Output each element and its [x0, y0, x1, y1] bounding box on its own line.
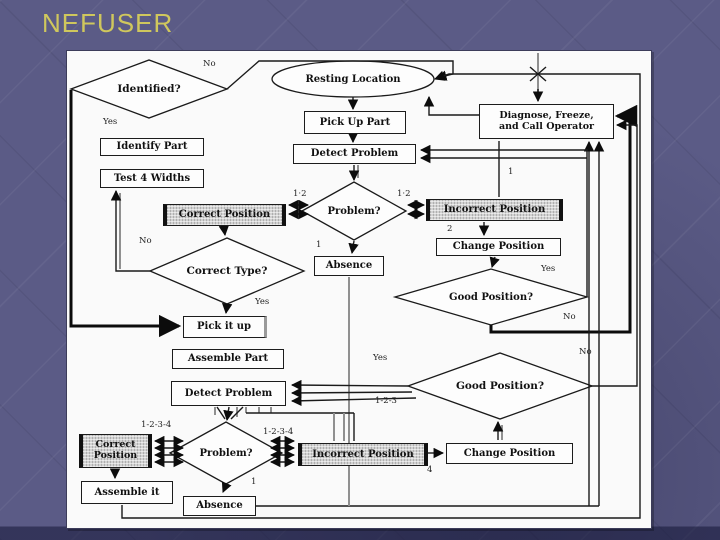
edge-label-12-right: 1·2 — [397, 189, 411, 199]
node-identify-part: Identify Part — [100, 138, 204, 156]
edge-label-yes-correct-type: Yes — [255, 297, 270, 307]
node-absence-2: Absence — [183, 496, 256, 516]
node-detect-problem-1: Detect Problem — [293, 144, 416, 164]
resting-location-oval — [271, 60, 435, 98]
edge-label-yes-identified: Yes — [103, 117, 118, 127]
good-position-1-diamond — [392, 268, 590, 326]
edge-label-yes-good-1: Yes — [541, 264, 556, 274]
edge-label-four-change: 4 — [427, 465, 433, 475]
node-change-position-2: Change Position — [446, 443, 573, 464]
node-test-4-widths: Test 4 Widths — [100, 169, 204, 188]
node-incorrect-position-2: Incorrect Position — [298, 443, 428, 466]
problem-1-diamond — [300, 181, 408, 241]
flowchart-wires — [69, 53, 641, 519]
edge-label-123: 1-2-3 — [375, 396, 397, 406]
node-incorrect-position-1: Incorrect Position — [426, 199, 563, 221]
edge-label-one-absence-2: 1 — [251, 477, 257, 487]
node-correct-position-1: Correct Position — [163, 204, 286, 226]
edge-label-yes-good-2: Yes — [373, 353, 388, 363]
node-detect-problem-2: Detect Problem — [171, 381, 286, 406]
edge-label-1234-left: 1-2-3-4 — [141, 420, 172, 430]
edge-label-no-identified: No — [203, 59, 216, 69]
edge-label-one-diagnose: 1 — [508, 167, 514, 177]
edge-label-no-correct-type: No — [139, 236, 152, 246]
edge-label-12-left: 1·2 — [293, 189, 307, 199]
edge-label-no-good-1: No — [563, 312, 576, 322]
node-diagnose-freeze-call-operator: Diagnose, Freeze, and Call Operator — [479, 104, 614, 139]
edge-label-one-absence-1: 1 — [316, 240, 322, 250]
node-change-position-1: Change Position — [436, 238, 561, 256]
correct-type-diamond — [148, 237, 306, 305]
node-assemble-it: Assemble it — [81, 481, 173, 504]
node-assemble-part: Assemble Part — [172, 349, 284, 369]
node-pick-up-part: Pick Up Part — [304, 111, 406, 134]
edge-label-no-good-2: No — [579, 347, 592, 357]
flowchart-panel: Diagnose, Freeze, and Call Operator Pick… — [66, 50, 652, 529]
slide-title: NEFUSER — [42, 8, 174, 38]
node-absence-1: Absence — [314, 256, 384, 276]
node-correct-position-2: Correct Position — [79, 434, 152, 468]
edge-label-two-incorrect: 2 — [447, 224, 453, 234]
good-position-2-diamond — [406, 352, 594, 420]
edge-label-1234-right: 1-2-3-4 — [263, 427, 294, 437]
node-pick-it-up: Pick it up — [183, 316, 267, 338]
